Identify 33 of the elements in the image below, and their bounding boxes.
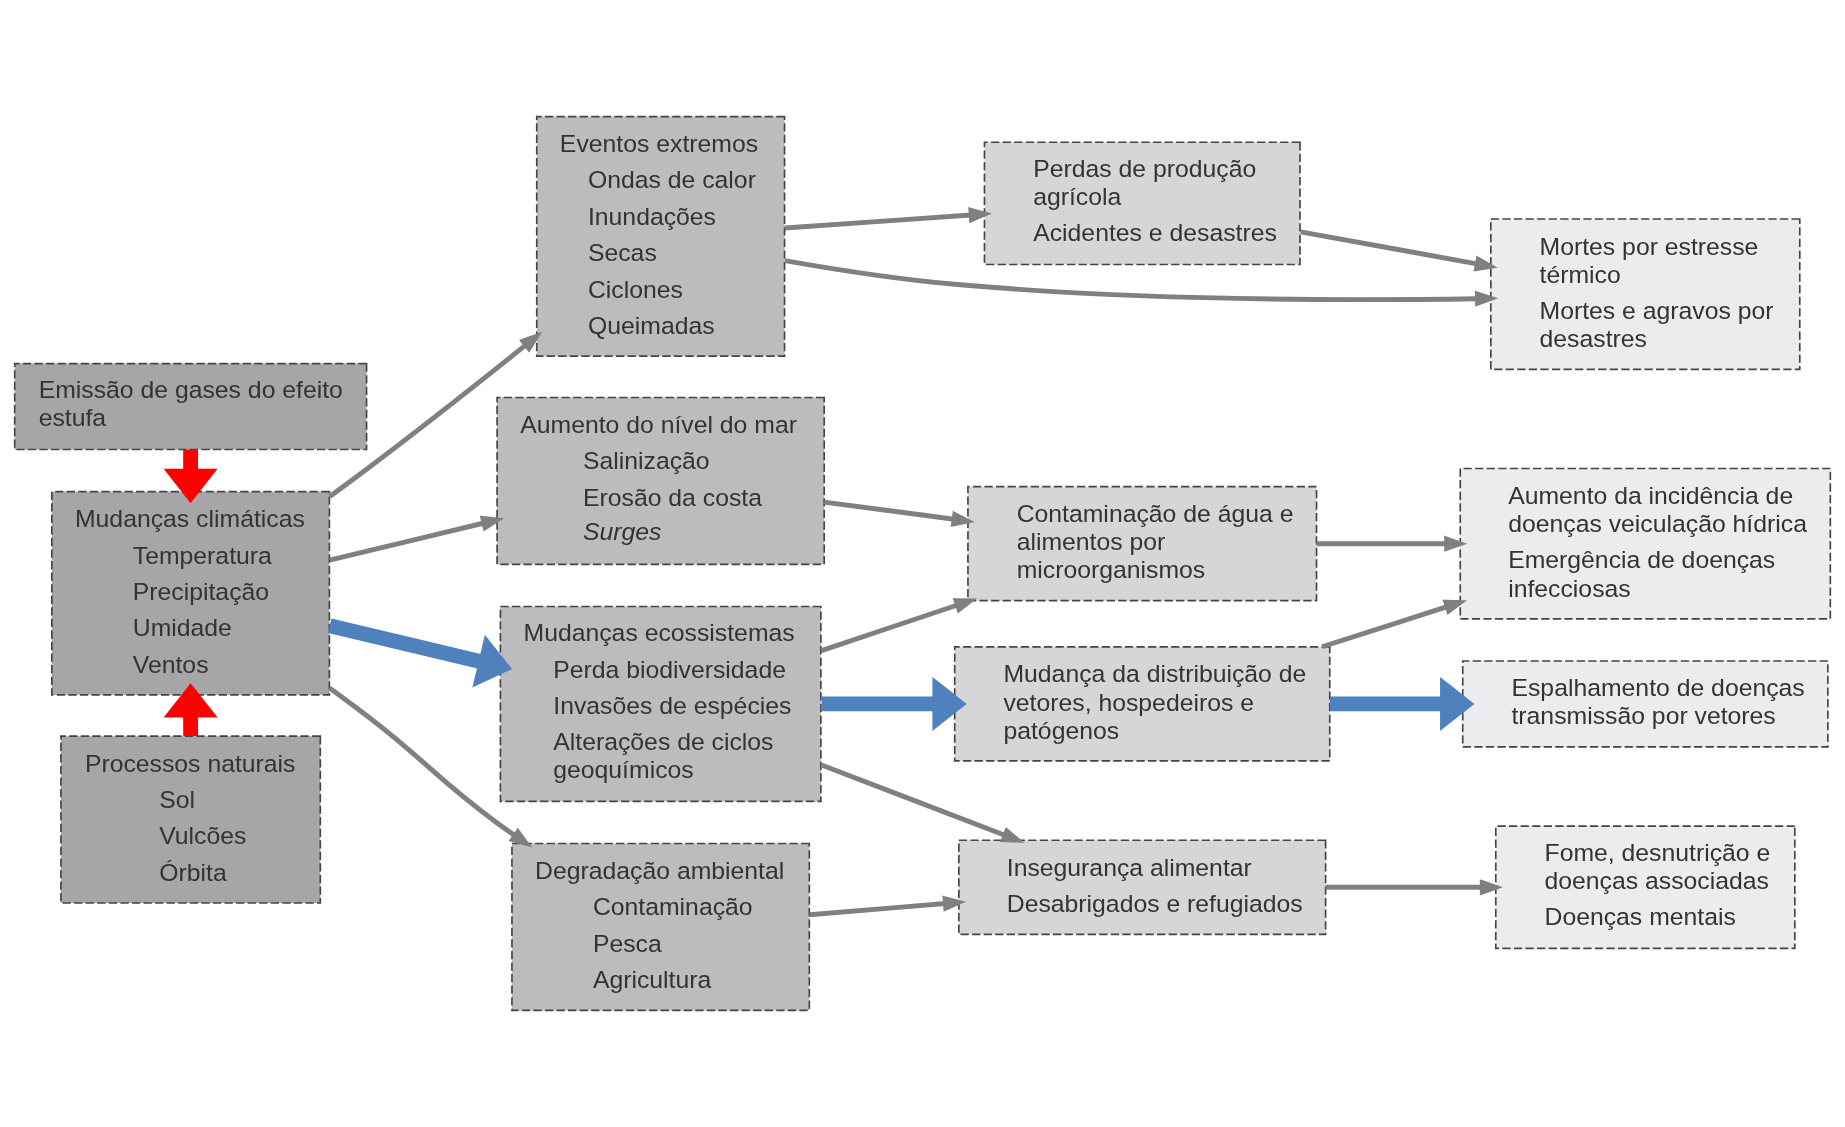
node-box: Perdas de produção agrícola Acidentes e desastres xyxy=(983,141,1301,266)
node-box: Mudanças ecossistemas Perda biodiversidade Invasões de espécies Alterações de ciclos geoquímicos xyxy=(499,605,822,803)
arrow xyxy=(823,499,975,527)
arrow xyxy=(809,895,967,918)
arrow xyxy=(820,598,978,653)
node-box: Degradação ambiental Contaminação Pesca Agricultura xyxy=(511,842,811,1012)
arrow xyxy=(821,676,967,731)
arrow xyxy=(1321,599,1468,650)
arrow xyxy=(328,686,533,848)
node-box: Mudança da distribuição de vetores, hospedeiros e patógenos xyxy=(953,646,1331,762)
node-box: Eventos extremos Ondas de calor Inundações Secas Ciclones Queimadas xyxy=(535,115,786,357)
node-box: Mudanças climáticas Temperatura Precipitação Umidade Ventos xyxy=(51,490,331,696)
node-box: Aumento do nível do mar Salinização Erosão da costa Surges xyxy=(496,396,826,566)
arrow xyxy=(328,331,543,499)
arrow xyxy=(1325,879,1504,896)
node-box: Emissão de gases do efeito estufa xyxy=(13,362,368,451)
node-box: Mortes por estresse térmico Mortes e agravos por desastres xyxy=(1490,218,1801,371)
node-box: Espalhamento de doenças transmissão por vetores xyxy=(1461,660,1829,748)
arrow xyxy=(820,762,1025,843)
arrow xyxy=(1329,676,1475,731)
node-box: Contaminação de água e alimentos por microorganismos xyxy=(967,485,1318,602)
arrow xyxy=(784,258,1499,307)
arrow xyxy=(1300,229,1498,272)
arrow xyxy=(329,515,505,563)
node-box: Insegurança alimentar Desabrigados e refugiados xyxy=(958,839,1327,936)
arrow xyxy=(784,207,992,231)
arrow xyxy=(163,449,218,504)
arrow xyxy=(163,683,218,737)
arrow xyxy=(1316,535,1468,552)
node-box: Fome, desnutrição e doenças associadas Doenças mentais xyxy=(1494,825,1796,950)
arrow xyxy=(328,618,512,688)
node-box: Processos naturais Sol Vulcões Órbita xyxy=(60,735,322,904)
node-box: Aumento da incidência de doenças veiculação hídrica Emergência de doenças infecciosas xyxy=(1459,467,1832,620)
